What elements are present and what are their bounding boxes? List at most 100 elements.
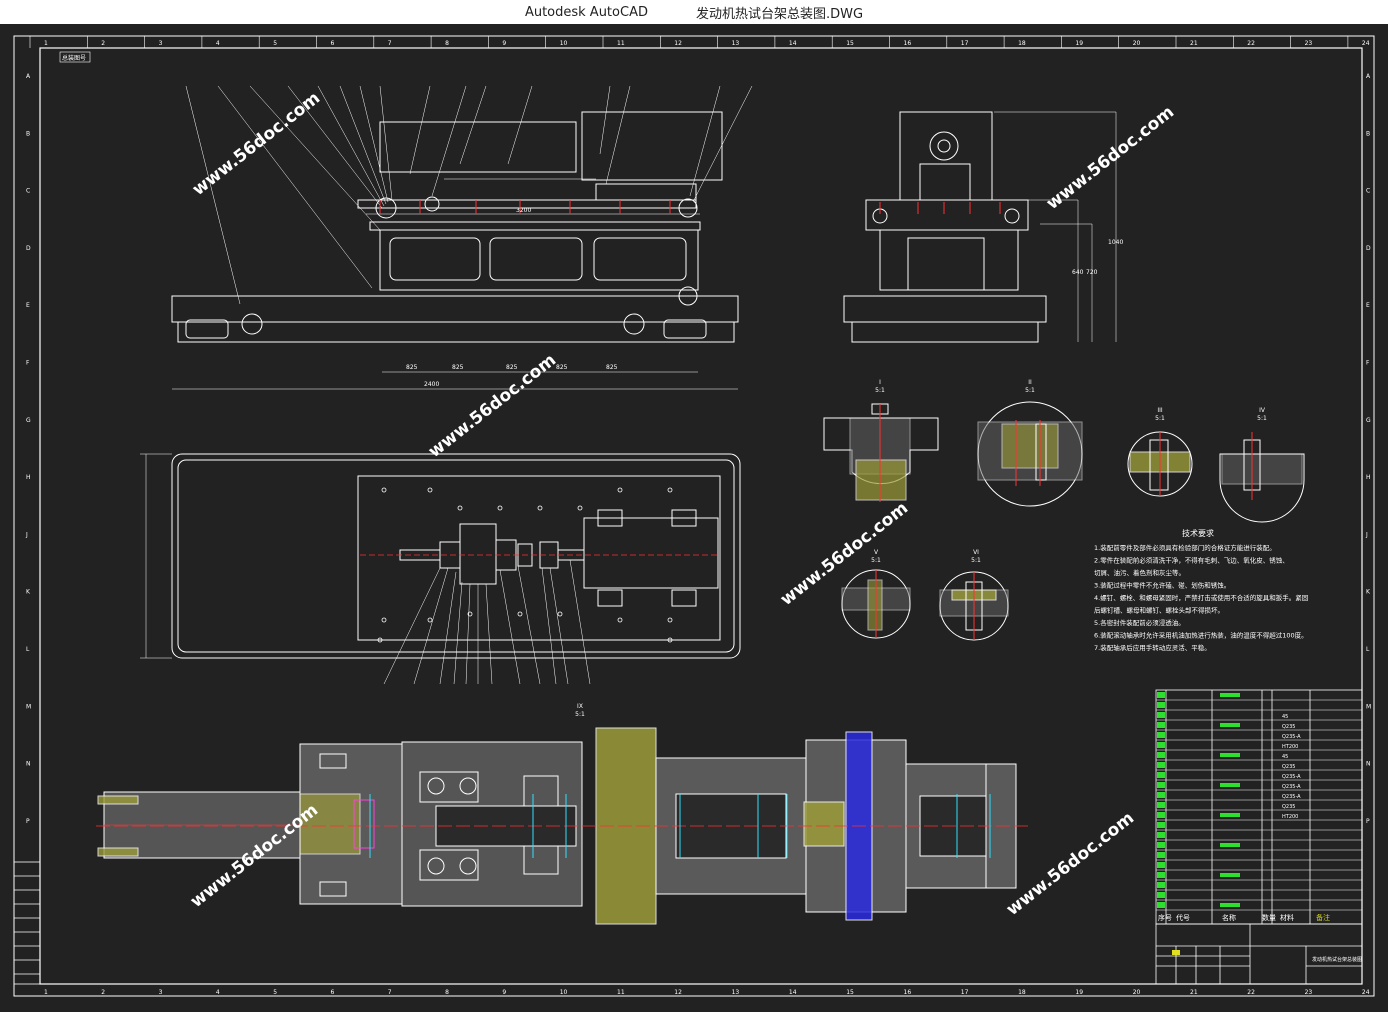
svg-text:材料: 材料	[1280, 913, 1294, 922]
grid-label-right: J	[1365, 531, 1368, 538]
svg-text:VI: VI	[973, 549, 979, 556]
bolt-hole	[577, 505, 583, 511]
grid-label-top: 19	[1075, 40, 1083, 47]
grid-label-bottom: 1	[44, 989, 48, 996]
grid-label-top: 14	[789, 40, 797, 47]
grid-label-bottom: 6	[331, 989, 335, 996]
grid-label-right: F	[1366, 360, 1370, 367]
dim-640: 640	[1072, 269, 1084, 276]
bom-material: 45	[1282, 754, 1288, 760]
watermark-1: www.56doc.com	[189, 88, 324, 200]
svg-text:III: III	[1157, 407, 1163, 414]
grid-label-right: A	[1366, 73, 1371, 80]
corner-tag: 总装图号	[62, 54, 86, 62]
svg-text:5:1: 5:1	[575, 711, 585, 718]
bom-row-number	[1157, 892, 1165, 898]
grid-label-left: G	[26, 417, 31, 424]
bom-row-number	[1157, 882, 1165, 888]
grid-label-left: N	[26, 761, 31, 768]
svg-text:5:1: 5:1	[1155, 415, 1165, 422]
front-view[interactable]	[171, 85, 753, 390]
bom-material: Q235-A	[1282, 794, 1301, 800]
plan-view[interactable]	[140, 453, 741, 685]
bolt-hole	[557, 611, 563, 617]
tech-requirement-item: 后螺钉槽、螺母和螺钉、螺栓头部不得损坏。	[1094, 606, 1224, 615]
grid-label-top: 5	[273, 40, 277, 47]
front-dimensions: 2400 825 825 825 825 825 3200	[406, 207, 618, 388]
grid-label-top: 12	[674, 40, 682, 47]
bom-material: 45	[1282, 714, 1288, 720]
bom-row-number	[1157, 872, 1165, 878]
side-dimensions: 640 720 1040	[1072, 239, 1123, 276]
bom-materials: 45Q235Q235-AHT20045Q235Q235-AQ235-AQ235-…	[1282, 714, 1301, 820]
svg-text:5:1: 5:1	[971, 557, 981, 564]
grid-label-bottom: 8	[445, 989, 449, 996]
bom-table[interactable]	[1155, 689, 1363, 925]
grid-label-right: D	[1366, 245, 1371, 252]
tech-requirement-item: 5.各密封件装配前必须浸透油。	[1094, 618, 1185, 627]
bom-row-highlight	[1220, 753, 1240, 757]
corner-tag-box	[59, 51, 91, 63]
tech-requirement-item: 7.装配轴承后应用手转动应灵活、平稳。	[1094, 643, 1211, 652]
bom-row-highlight	[1220, 783, 1240, 787]
grid-label-bottom: 2	[101, 989, 105, 996]
bom-material: Q235	[1282, 804, 1295, 810]
svg-text:备注: 备注	[1316, 913, 1330, 922]
bom-row-number	[1157, 772, 1165, 778]
bom-row-highlight	[1220, 903, 1240, 907]
grid-label-right: G	[1366, 417, 1371, 424]
grid-label-top: 13	[732, 40, 740, 47]
grid-label-left: J	[25, 531, 28, 538]
grid-label-bottom: 24	[1362, 989, 1370, 996]
tech-requirement-item: 2.零件在装配前必须清洗干净，不得有毛刺、飞边、氧化皮、锈蚀、	[1094, 556, 1289, 565]
detail-view-V[interactable]	[841, 569, 911, 639]
grid-label-top: 7	[388, 40, 392, 47]
shaft-cyan-dimensions	[369, 794, 991, 858]
grid-label-left: A	[26, 73, 31, 80]
drawing-name: 发动机热试台架总装图	[1312, 956, 1362, 963]
grid-label-top: 2	[101, 40, 105, 47]
grid-label-top: 9	[502, 40, 506, 47]
svg-text:代号: 代号	[1176, 913, 1190, 922]
detail-view-I[interactable]	[823, 403, 939, 502]
tech-requirement-item: 3.装配过程中零件不允许磕、碰、划伤和锈蚀。	[1094, 581, 1230, 590]
watermark-6: www.56doc.com	[1003, 808, 1138, 920]
bolt-hole	[537, 505, 543, 511]
bom-row-number	[1157, 852, 1165, 858]
grid-label-bottom: 13	[732, 989, 740, 996]
svg-text:V: V	[874, 549, 879, 556]
bom-row-highlight	[1220, 873, 1240, 877]
bolt-hole	[427, 617, 433, 623]
tech-requirement-item: 6.装配滚动轴承时允许采用机油加热进行热装，油的温度不得超过100度。	[1094, 631, 1308, 640]
detail-view-VI[interactable]	[939, 571, 1009, 641]
detail-view-IV[interactable]	[1219, 432, 1305, 523]
svg-text:5:1: 5:1	[1257, 415, 1267, 422]
side-red-centerlines	[879, 202, 1001, 214]
grid-label-bottom: 23	[1305, 989, 1313, 996]
grid-label-top: 4	[216, 40, 220, 47]
tech-requirement-item: 1.装配前零件及部件必须具有检验部门的合格证方能进行装配。	[1094, 543, 1276, 552]
grid-label-bottom: 4	[216, 989, 220, 996]
bom-header: 序号 代号 名称 数量 材料 备注	[1158, 913, 1330, 922]
side-view[interactable]	[843, 111, 1117, 343]
shaft-section-view[interactable]	[96, 727, 1030, 925]
grid-label-bottom: 7	[388, 989, 392, 996]
grid-label-top: 24	[1362, 40, 1370, 47]
detail-view-II[interactable]	[977, 401, 1083, 507]
grid-label-top: 10	[560, 40, 568, 47]
bom-material: Q235	[1282, 724, 1295, 730]
detail-view-III[interactable]	[1127, 431, 1193, 497]
window-titlebar: Autodesk AutoCAD 发动机热试台架总装图.DWG	[0, 0, 1388, 25]
bom-row-number	[1157, 722, 1165, 728]
grid-label-left: D	[26, 245, 31, 252]
grid-label-left: E	[26, 302, 30, 309]
title-block	[1155, 923, 1363, 985]
bolt-hole	[457, 505, 463, 511]
tech-requirement-item: 切屑、油污、着色剂和灰尘等。	[1094, 568, 1185, 577]
grid-label-bottom: 18	[1018, 989, 1026, 996]
grid-label-right: M	[1366, 703, 1371, 710]
svg-text:II: II	[1028, 379, 1032, 386]
